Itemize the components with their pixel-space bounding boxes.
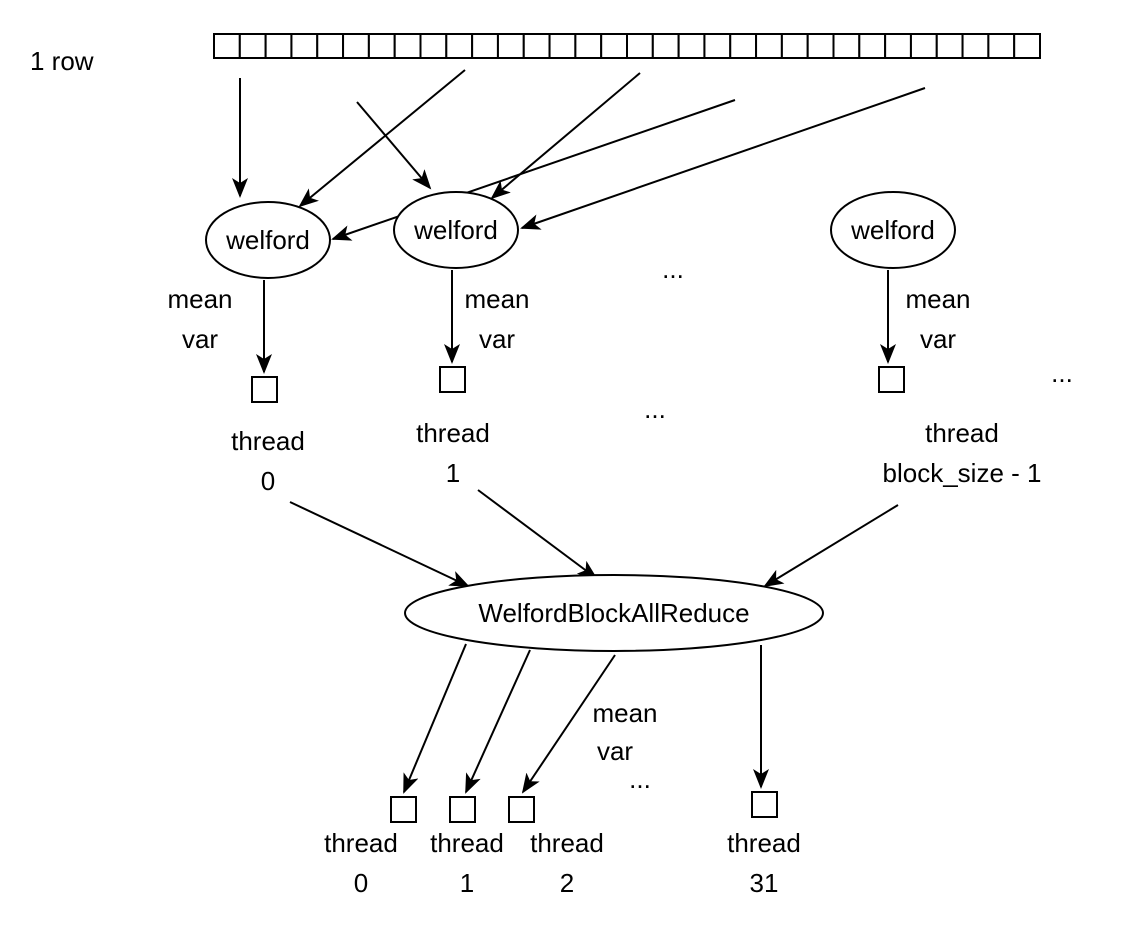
- edge-thread-1-to-reduce: [477, 489, 598, 580]
- block-thread-1-line2: 1: [446, 458, 460, 488]
- edge-row-to-welford-1b: [490, 72, 641, 200]
- block-thread-last-line2: block_size - 1: [883, 458, 1042, 488]
- edge-thread-0-to-reduce: [289, 501, 470, 587]
- warp-thread-0-line1: thread: [324, 828, 398, 858]
- row-cell: [419, 33, 448, 59]
- row-cell: [238, 33, 267, 59]
- row-cell: [1013, 33, 1042, 59]
- welford-block-all-reduce-label: WelfordBlockAllReduce: [478, 598, 749, 628]
- row-cell: [987, 33, 1016, 59]
- ellipsis-threads: ...: [644, 394, 666, 424]
- row-cell: [393, 33, 422, 59]
- warp-thread-31-line2: 31: [750, 868, 779, 898]
- row-cell: [755, 33, 783, 59]
- row-cell: [548, 33, 577, 59]
- warp-thread-1-line1: thread: [430, 828, 504, 858]
- row-label: 1 row: [30, 46, 94, 76]
- block-thread-0-line1: thread: [231, 426, 305, 456]
- warp-thread-box-2: [508, 796, 535, 823]
- row-cell: [806, 33, 835, 59]
- block-thread-last-line1: thread: [925, 418, 999, 448]
- row-cell: [651, 33, 680, 59]
- welford-node-1-label: welford: [413, 215, 498, 245]
- thread-box-0: [251, 376, 278, 403]
- ellipsis-welford: ...: [662, 254, 684, 284]
- row-cell: [729, 33, 758, 59]
- block-thread-1-line1: thread: [416, 418, 490, 448]
- edge-row-to-welford-1: [356, 101, 432, 190]
- ellipsis-right: ...: [1051, 358, 1073, 388]
- warp-thread-2-line2: 2: [560, 868, 574, 898]
- row-cell: [677, 33, 706, 59]
- thread-box-1: [439, 366, 466, 393]
- edge-reduce-to-thread-2: [521, 654, 616, 794]
- row-cell: [858, 33, 887, 59]
- row-cell: [703, 33, 732, 59]
- edge-row-to-welford-1c: [520, 87, 926, 230]
- welford-node-2: [830, 191, 956, 269]
- edge-row-to-welford-0c: [331, 99, 736, 241]
- row-cells: [213, 33, 1042, 59]
- reduce-mean-label: mean: [592, 698, 657, 728]
- row-cell: [471, 33, 499, 59]
- row-cell: [264, 33, 293, 59]
- row-cell: [342, 33, 370, 59]
- row-cell: [884, 33, 912, 59]
- mean-label-0: mean: [167, 284, 232, 314]
- var-label-0: var: [182, 324, 218, 354]
- welford-node-1: [393, 191, 519, 269]
- row-cell: [600, 33, 629, 59]
- row-cell: [213, 33, 241, 59]
- warp-thread-31-line1: thread: [727, 828, 801, 858]
- var-label-1: var: [479, 324, 515, 354]
- row-cell: [626, 33, 654, 59]
- ellipsis-warp-threads: ...: [629, 764, 651, 794]
- row-cell: [574, 33, 603, 59]
- row-cell: [290, 33, 319, 59]
- row-cell: [780, 33, 809, 59]
- edge-thread-last-to-reduce: [763, 504, 899, 588]
- edge-reduce-to-thread-0: [403, 643, 467, 794]
- row-cell: [445, 33, 474, 59]
- warp-thread-box-1: [449, 796, 476, 823]
- edge-row-to-welford-0b: [298, 69, 466, 208]
- row-cell: [961, 33, 990, 59]
- thread-box-last: [878, 366, 905, 393]
- welford-node-0: [205, 201, 331, 279]
- block-thread-0-line2: 0: [261, 466, 275, 496]
- welford-node-2-label: welford: [850, 215, 935, 245]
- row-cell: [832, 33, 861, 59]
- row-cell: [909, 33, 938, 59]
- edge-reduce-to-thread-1: [465, 649, 531, 794]
- warp-thread-0-line2: 0: [354, 868, 368, 898]
- warp-thread-1-line2: 1: [460, 868, 474, 898]
- mean-label-2: mean: [905, 284, 970, 314]
- warp-thread-2-line1: thread: [530, 828, 604, 858]
- row-cell: [367, 33, 396, 59]
- warp-thread-box-0: [390, 796, 417, 823]
- welford-block-all-reduce-node: [404, 574, 824, 652]
- row-cell: [935, 33, 964, 59]
- var-label-2: var: [920, 324, 956, 354]
- row-cell: [522, 33, 551, 59]
- reduce-var-label: var: [597, 736, 633, 766]
- mean-label-1: mean: [464, 284, 529, 314]
- row-cell: [496, 33, 525, 59]
- welford-node-0-label: welford: [225, 225, 310, 255]
- row-cell: [316, 33, 345, 59]
- warp-thread-box-31: [751, 791, 778, 818]
